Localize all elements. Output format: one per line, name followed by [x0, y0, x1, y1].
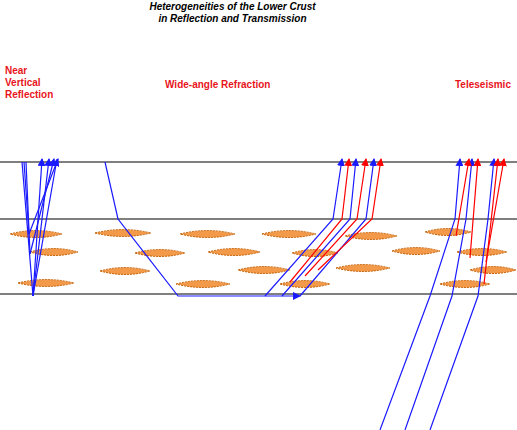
- lens: [336, 265, 390, 272]
- lens: [392, 248, 440, 255]
- diagram-title: Heterogeneities of the Lower Crust in Re…: [147, 1, 318, 25]
- teleseismic-rays: [380, 159, 504, 430]
- lens: [262, 231, 316, 238]
- lens: [18, 280, 74, 287]
- lens: [208, 249, 260, 256]
- lens: [180, 231, 235, 238]
- near-vertical-rays: [22, 159, 58, 296]
- section-label: Teleseismic: [455, 79, 511, 91]
- wide-angle-rays: [105, 159, 381, 296]
- layer-boundaries: [0, 162, 517, 294]
- lens: [30, 249, 78, 256]
- lens: [440, 281, 490, 288]
- section-label: Wide-angle Refraction: [165, 79, 270, 91]
- lens: [176, 281, 230, 288]
- lens: [292, 250, 338, 257]
- lens: [470, 267, 516, 274]
- lens: [95, 230, 151, 237]
- lens: [238, 267, 290, 274]
- heterogeneity-lenses: [10, 229, 516, 288]
- lens: [100, 268, 150, 275]
- section-label: Near Vertical Reflection: [5, 65, 61, 101]
- lens: [280, 281, 330, 288]
- lens: [457, 249, 507, 256]
